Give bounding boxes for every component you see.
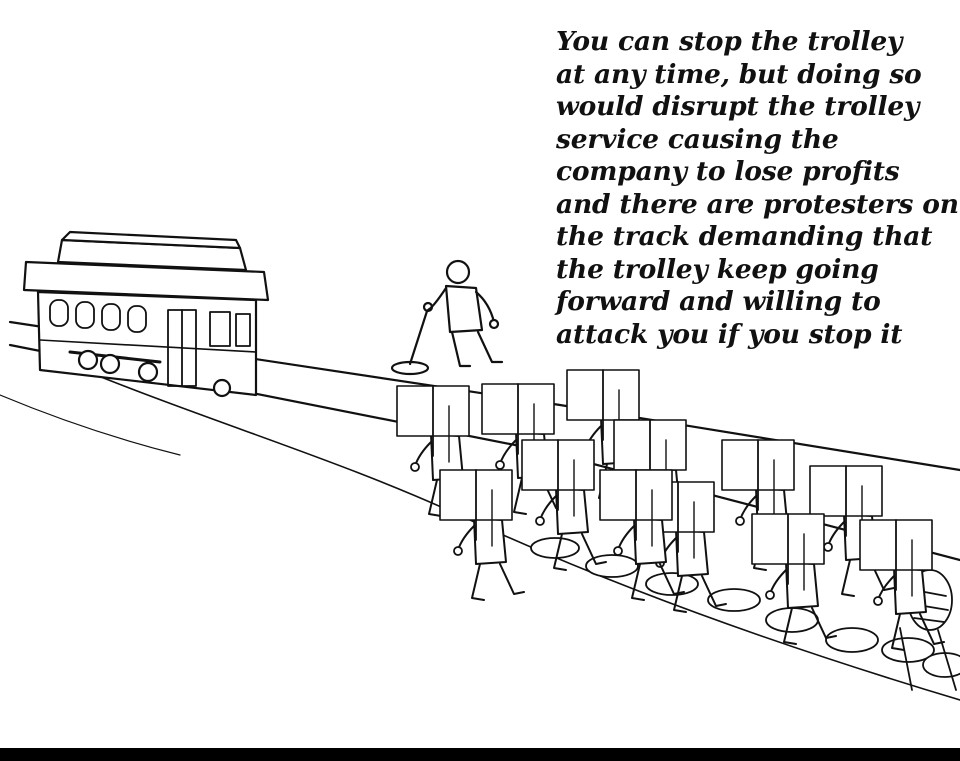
protester xyxy=(859,519,945,651)
caption-line: and there are protesters on xyxy=(556,188,959,220)
caption-line: the trolley keep going xyxy=(556,253,879,285)
lever-person xyxy=(390,259,504,376)
caption-line: company to lose profits xyxy=(556,156,900,187)
caption-line: forward and willing to xyxy=(556,286,881,317)
caption-line: You can stop the trolley xyxy=(556,26,903,57)
protester xyxy=(751,513,837,645)
trolley-car xyxy=(22,230,270,398)
caption-line: attack you if you stop it xyxy=(556,318,903,350)
protester xyxy=(599,469,685,601)
caption-line: service causing the xyxy=(556,123,839,155)
caption-line: at any time, but doing so xyxy=(556,58,922,90)
protester xyxy=(521,439,607,571)
protester xyxy=(809,465,895,597)
protester xyxy=(439,469,525,601)
bottom-border xyxy=(0,748,960,761)
protester-group xyxy=(396,369,945,651)
caption-line: the track demanding that xyxy=(556,221,933,252)
caption-line: would disrupt the trolley xyxy=(556,91,920,122)
